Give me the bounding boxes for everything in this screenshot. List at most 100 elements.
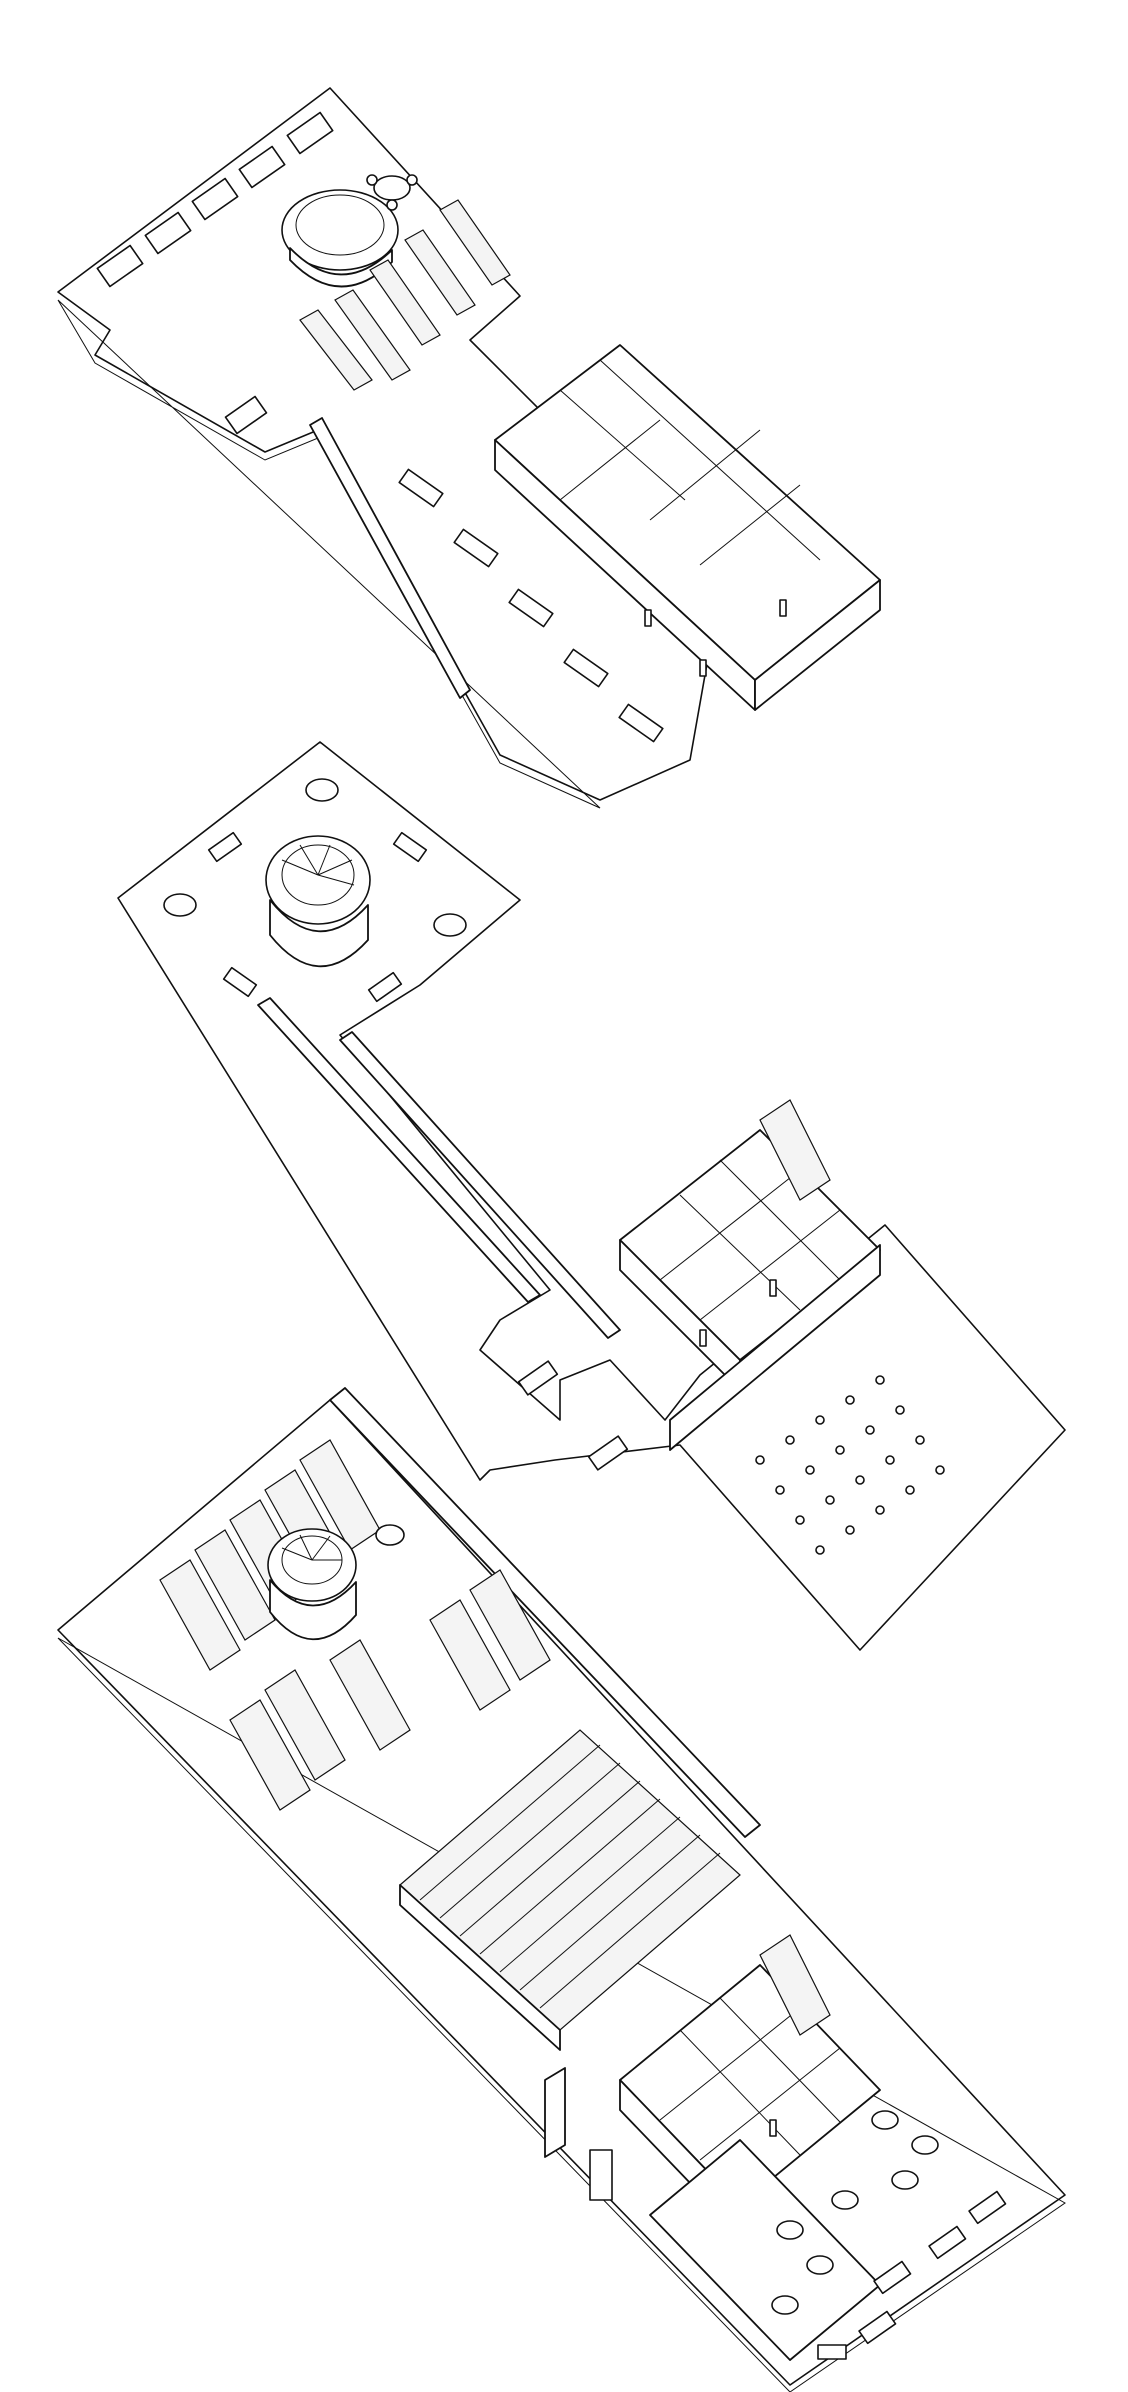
bookshelf [334,289,411,381]
upper-corridor-wall [309,417,471,699]
seat [845,1525,855,1535]
seat [905,1485,915,1495]
door-panel [589,2149,613,2201]
door [699,1329,707,1347]
partition [719,1159,841,1281]
ground-grand-stair [399,1729,741,2051]
seat [895,1405,905,1415]
seat [805,1465,815,1475]
partition [699,1209,841,1321]
partition [699,2047,841,2161]
seat [865,1425,875,1435]
bookshelf [299,309,373,391]
desk [398,468,444,508]
stair-tread [317,859,353,876]
upper-lounge-sofas [96,111,334,435]
seat [795,1515,805,1525]
stair-step-line [519,1834,701,1991]
sofa [392,831,428,863]
ground-cafe [649,2110,1007,2361]
stair-tread [299,1534,313,1561]
middle-floor [117,741,1066,1651]
bookshelf [469,1569,551,1681]
stair-step-line [499,1816,681,1973]
partition [659,2007,801,2121]
sofa [928,2225,967,2260]
partition [649,429,761,521]
desk [618,703,664,743]
stair-tread [281,1547,313,1561]
round-table [891,2170,919,2190]
middle-corridor-wall-right [339,1031,621,1339]
spiral-stair-outer [265,835,371,925]
middle-auditorium [669,1244,945,1555]
stair-step-line [539,1852,721,2009]
round-table [776,2220,804,2240]
bookshelf [159,1559,241,1671]
round-table [771,2295,799,2315]
partition [659,1169,801,1281]
sofa [96,244,144,288]
stair-flight [759,1934,831,2036]
seat [875,1505,885,1515]
stair-tread [311,1535,331,1561]
middle-lounge [163,778,467,1003]
desk [508,588,554,628]
seat [845,1395,855,1405]
sofa [587,1435,629,1471]
office-block-side-wall [754,579,881,711]
partition [699,484,801,566]
door [769,1279,777,1297]
door [769,2119,777,2137]
bench [817,2344,847,2360]
seat [935,1465,945,1475]
seat [835,1445,845,1455]
middle-restroom-core [619,1099,881,1391]
sofa [222,966,258,998]
spiral-stair-outer [267,1528,357,1602]
ground-bookshelves [159,1439,551,1811]
sofa [238,145,286,189]
chair [366,174,378,186]
bookshelf [329,1639,411,1751]
seat [815,1545,825,1555]
partition [559,419,661,501]
sofa [224,395,268,435]
sofa [367,971,403,1003]
partition [599,359,821,561]
stair-core-wall [289,247,393,288]
round-table [163,893,197,917]
auditorium-back-wall [669,1244,881,1451]
door [699,659,707,677]
ground-long-wall [329,1387,761,1838]
sofa [144,211,192,255]
stair-tread [317,844,331,876]
auditorium-seating [755,1375,945,1555]
stair-core-outer [281,189,399,271]
stair-tread [281,859,319,876]
seat [755,1455,765,1465]
round-table [433,913,467,937]
seat [855,1475,865,1485]
round-table [911,2135,939,2155]
grand-stair-side [399,1884,561,2051]
seat [915,1435,925,1445]
sofa [207,831,243,863]
round-table [305,778,339,802]
upper-round-table [366,174,418,211]
door [779,599,787,617]
partition [719,1997,841,2123]
sofa [191,177,239,221]
sofa [873,2260,912,2295]
sofa [968,2190,1007,2225]
sofa [286,111,334,155]
partition [679,1194,801,1311]
ground-spiral-stair [267,1524,405,1641]
round-table [871,2110,899,2130]
round-table [831,2190,859,2210]
spiral-stair-wall [269,899,369,968]
seat [885,1455,895,1465]
bookshelf [229,1699,311,1811]
door [644,609,652,627]
